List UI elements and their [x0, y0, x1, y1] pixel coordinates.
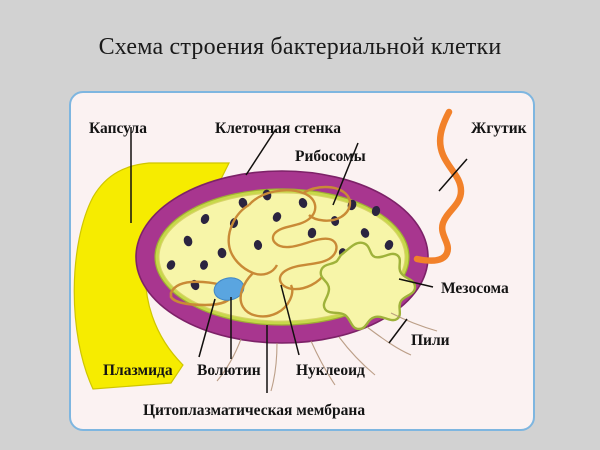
label-flagellum: Жгутик [471, 120, 527, 137]
label-mesosome: Мезосома [441, 280, 509, 297]
leader-lines [130, 127, 468, 393]
label-capsule: Капсула [89, 120, 147, 137]
label-volutin: Волютин [197, 362, 261, 379]
page-title: Схема строения бактериальной клетки [98, 34, 502, 60]
label-cytoplasmic-membrane: Цитоплазматическая мембрана [143, 402, 365, 419]
leader-flagellum [438, 158, 468, 192]
label-cell-wall: Клеточная стенка [215, 120, 341, 137]
label-ribosomes: Рибосомы [295, 148, 366, 165]
flagellum-shape [413, 108, 465, 264]
leader-plasmid [198, 298, 216, 358]
label-nucleoid: Нуклеоид [296, 362, 365, 379]
leader-cell-wall [245, 128, 277, 176]
leader-pili [388, 318, 408, 344]
label-plasmid: Плазмида [103, 362, 173, 379]
leader-mesosome [398, 278, 434, 288]
mesosome-shape [319, 241, 417, 331]
leader-nucleoid [280, 284, 300, 356]
diagram-panel: Капсула Клеточная стенка Рибосомы Жгутик… [69, 91, 535, 431]
bacterial-cell-diagram: Капсула Клеточная стенка Рибосомы Жгутик… [73, 108, 527, 419]
label-pili: Пили [411, 332, 450, 349]
leader-ribosomes [332, 142, 359, 206]
